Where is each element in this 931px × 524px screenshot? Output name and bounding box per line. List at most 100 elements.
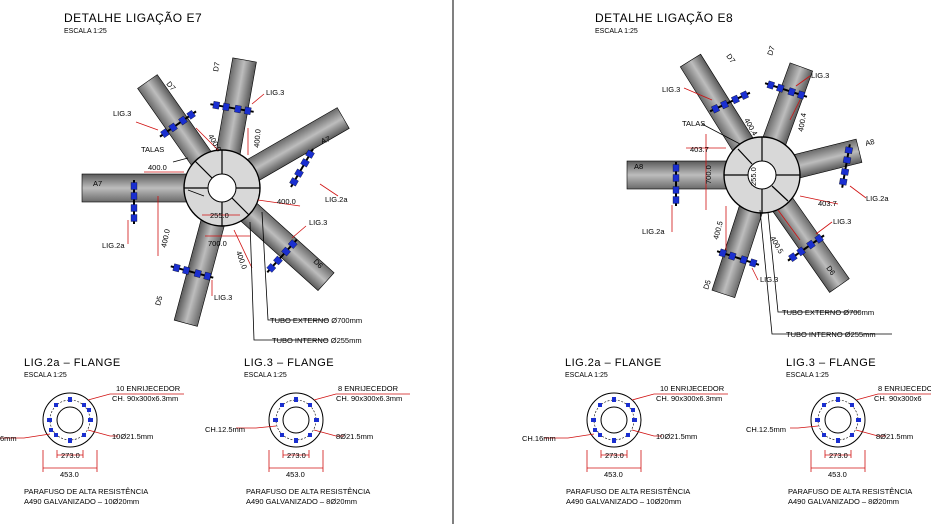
label-talas-e7: TALAS	[141, 145, 164, 154]
flange-note1-lig2a-left: PARAFUSO DE ALTA RESISTÊNCIA	[24, 487, 148, 496]
dimensions-e8	[671, 75, 892, 335]
label-member-a7-left: A7	[93, 179, 102, 188]
label-lig3-a-e8: LIG.3	[662, 85, 680, 94]
label-lig2a-b-e7: LIG.2a	[102, 241, 125, 250]
flange-dim-outer-lig2a-left: 453.0	[60, 470, 79, 479]
dim-403-b-e8: 403.7	[818, 199, 837, 208]
flange-lig2a-right	[544, 392, 728, 472]
flange-plate-lig3-left: CH. 90x300x6.3mm	[336, 394, 402, 403]
label-member-a8-left: A8	[634, 162, 643, 171]
dim-400-c-e8: 400.5	[768, 235, 785, 256]
dim-400-e-e7: 400.0	[234, 250, 249, 271]
flange-dim-outer-lig2a-right: 453.0	[604, 470, 623, 479]
label-lig2a-a-e8: LIG.2a	[866, 194, 889, 203]
label-member-d7-b-e8: D7	[765, 45, 777, 57]
flange-plate-lig2a-right: CH. 90x300x6.3mm	[656, 394, 722, 403]
flange-stiffener-lig3-right: 8 ENRIJECEDOR	[878, 384, 931, 393]
flange-note2-lig3-left: A490 GALVANIZADO – 8Ø20mm	[246, 497, 357, 506]
hub-e7	[183, 149, 261, 227]
flange-plate-lig2a-left: CH. 90x300x6.3mm	[112, 394, 178, 403]
flanges-e7	[130, 101, 315, 281]
label-lig3-d-e8: LIG.3	[760, 275, 778, 284]
label-lig2a-a-e7: LIG.2a	[325, 195, 348, 204]
flange-note1-lig2a-right: PARAFUSO DE ALTA RESISTÊNCIA	[566, 487, 690, 496]
flange-scale-lig3-right: ESCALA 1:25	[786, 372, 829, 379]
flange-dim-inner-lig3-left: 273.0	[287, 451, 306, 460]
flange-ch-lig3-left: CH.12.5mm	[205, 425, 245, 434]
dim-403-a-e8: 403.7	[690, 145, 709, 154]
label-lig3-c-e7: LIG.3	[309, 218, 327, 227]
flange-title-lig3-right: LIG.3 – FLANGE	[786, 357, 876, 369]
label-tubo-interno-e8: TUBO INTERNO Ø255mm	[786, 330, 876, 339]
flange-bolts	[273, 397, 319, 443]
flange-note2-lig3-right: A490 GALVANIZADO – 8Ø20mm	[788, 497, 899, 506]
flange-scale-lig2a-left: ESCALA 1:25	[24, 372, 67, 379]
flange-bolts	[591, 397, 637, 443]
labels-e8: LIG.3 LIG.3 LIG.3 LIG.3 LIG.2a LIG.2a TA…	[634, 45, 889, 339]
flange-bolts	[815, 397, 861, 443]
flange-lig3-left	[236, 392, 410, 472]
label-lig2a-b-e8: LIG.2a	[642, 227, 665, 236]
label-lig3-b-e7: LIG.3	[266, 88, 284, 97]
flange-bolts	[47, 397, 93, 443]
dim-400-f-e7: 400.0	[159, 228, 172, 248]
dim-400-b-e8: 400.4	[796, 112, 808, 132]
flange-dim-outer-lig3-right: 453.0	[828, 470, 847, 479]
dim-700-e8: 700.0	[704, 165, 713, 184]
dim-400-c-e7: 400.0	[252, 129, 263, 148]
flange-dim-inner-lig2a-right: 273.0	[605, 451, 624, 460]
label-member-d5: D5	[153, 295, 164, 307]
flange-title-lig3-left: LIG.3 – FLANGE	[244, 357, 334, 369]
dim-400-d-e8: 400.5	[711, 220, 725, 240]
flange-dim-inner-lig3-right: 273.0	[829, 451, 848, 460]
label-member-d7-b: D7	[211, 61, 222, 72]
label-lig3-b-e8: LIG.3	[811, 71, 829, 80]
detail-scale-e8: ESCALA 1:25	[595, 28, 638, 35]
label-lig3-a-e7: LIG.3	[113, 109, 131, 118]
label-tubo-externo-e7: TUBO EXTERNO Ø700mm	[270, 316, 362, 325]
dim-400-d-e7: 400.0	[277, 197, 296, 206]
flange-note2-lig2a-right: A490 GALVANIZADO – 10Ø20mm	[566, 497, 681, 506]
detail-title-e7: DETALHE LIGAÇÃO E7	[64, 11, 202, 25]
flange-bolts-lig2a-right: 10Ø21.5mm	[656, 432, 697, 441]
flange-dim-outer-lig3-left: 453.0	[286, 470, 305, 479]
flanges-e8	[672, 80, 853, 268]
flange-lig2a-left	[0, 392, 184, 472]
flange-dim-inner-lig2a-left: 273.0	[61, 451, 80, 460]
flange-stiffener-lig3-left: 8 ENRIJECEDOR	[338, 384, 399, 393]
flange-bolts-lig3-right: 8Ø21.5mm	[876, 432, 913, 441]
label-tubo-interno-e7: TUBO INTERNO Ø255mm	[272, 336, 362, 345]
flange-scale-lig2a-right: ESCALA 1:25	[565, 372, 608, 379]
flange-title-lig2a-right: LIG.2a – FLANGE	[565, 357, 662, 369]
dim-400-a-e7: 400.0	[148, 163, 167, 172]
flange-scale-lig3-left: ESCALA 1:25	[244, 372, 287, 379]
label-talas-e8: TALAS	[682, 119, 705, 128]
label-member-a8-right: A8	[864, 137, 875, 148]
detail-scale-e7: ESCALA 1:25	[64, 28, 107, 35]
label-tubo-externo-e8: TUBO EXTERNO Ø700mm	[782, 308, 874, 317]
flange-ch-lig2a-left: 6mm	[0, 434, 17, 443]
label-lig3-c-e8: LIG.3	[833, 217, 851, 226]
label-lig3-d-e7: LIG.3	[214, 293, 232, 302]
flange-bolts-lig2a-left: 10Ø21.5mm	[112, 432, 153, 441]
flange-note1-lig3-left: PARAFUSO DE ALTA RESISTÊNCIA	[246, 487, 370, 496]
detail-title-e8: DETALHE LIGAÇÃO E8	[595, 11, 733, 25]
flange-title-lig2a-left: LIG.2a – FLANGE	[24, 357, 121, 369]
flange-note2-lig2a-left: A490 GALVANIZADO – 10Ø20mm	[24, 497, 139, 506]
flange-stiffener-lig2a-right: 10 ENRIJECEDOR	[660, 384, 725, 393]
flange-plate-lig3-right: CH. 90x300x6	[874, 394, 922, 403]
dimensions-e7	[127, 93, 339, 341]
flange-texts-left: LIG.2a – FLANGE ESCALA 1:25 10 ENRIJECED…	[0, 357, 402, 506]
flange-ch-lig2a-right: CH.16mm	[522, 434, 556, 443]
hub-e8	[723, 136, 801, 214]
flange-stiffener-lig2a-left: 10 ENRIJECEDOR	[116, 384, 181, 393]
dim-255-e8: 255.0	[749, 167, 758, 186]
dim-255-e7: 255.0	[210, 211, 229, 220]
flange-lig3-right	[790, 392, 931, 472]
label-member-d7-a-e8: D7	[724, 52, 737, 65]
flange-ch-lig3-right: CH.12.5mm	[746, 425, 786, 434]
dim-700-e7: 700.0	[208, 239, 227, 248]
flange-bolts-lig3-left: 8Ø21.5mm	[336, 432, 373, 441]
